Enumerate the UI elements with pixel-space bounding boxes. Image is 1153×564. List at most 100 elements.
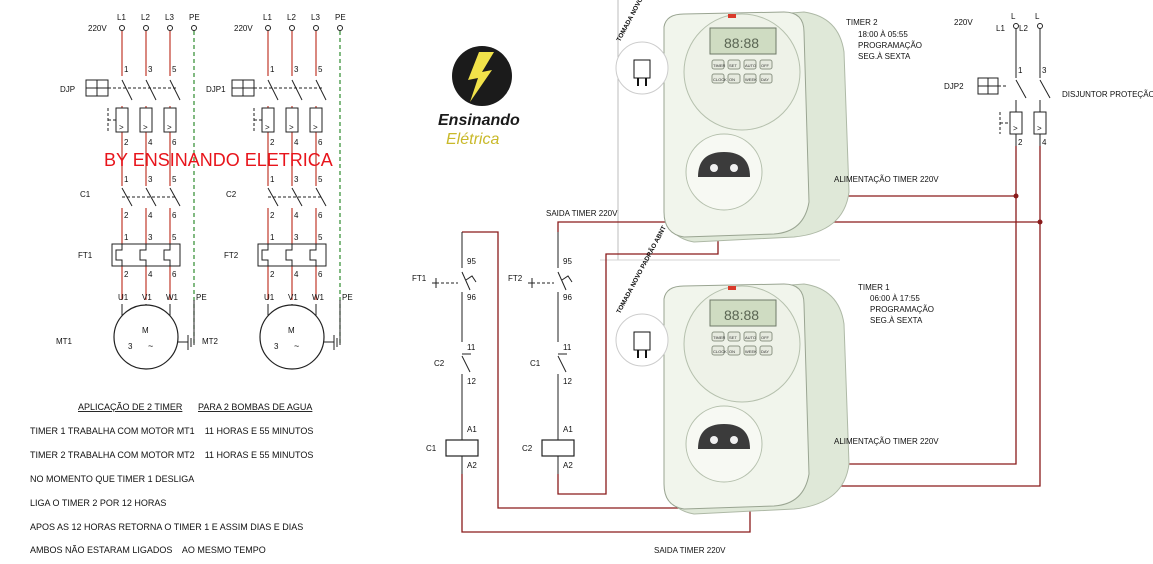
supply-voltage: 220V (88, 24, 107, 33)
timer-led (728, 286, 736, 290)
breaker-terminal-top: 5 (172, 65, 177, 74)
interlock-terminal-top: 11 (563, 343, 572, 352)
breaker-terminal-top: 1 (270, 65, 275, 74)
breaker-contact (315, 79, 327, 101)
contactor-terminal-top: 1 (270, 175, 275, 184)
motor-symbol (113, 304, 179, 370)
breaker-label: DJP (60, 85, 75, 94)
coil-label: C2 (522, 444, 533, 453)
timer-key-on (727, 345, 741, 356)
timer1-info: TIMER 1 06:00 À 17:55 PROGRAMAÇÃO SEG.À … (834, 283, 939, 446)
timer-key-day (759, 345, 773, 356)
socket-pin (710, 164, 718, 172)
timer-key-label: SET (729, 63, 737, 68)
control-wiring (461, 146, 1041, 533)
overload-terminal-top: 1 (270, 233, 275, 242)
timer-key-label: DAY (761, 77, 769, 82)
interlock-contact (461, 355, 471, 373)
notes-line-5: APOS AS 12 HORAS RETORNA O TIMER 1 E ASS… (30, 522, 303, 532)
timer1-time: 06:00 À 17:55 (870, 294, 920, 303)
supply-line-l2: L2 (1019, 24, 1028, 33)
timer-key-clock (711, 345, 725, 356)
timer2-title: TIMER 2 (846, 18, 878, 27)
nc-overload-label: FT2 (508, 274, 523, 283)
motor-terminal: U1 (264, 293, 275, 302)
trip-glyph: > (313, 123, 318, 132)
breaker-terminal-top: 3 (294, 65, 299, 74)
djp2-trip-box (1009, 111, 1023, 135)
saida-timer-top: SAIDA TIMER 220V (546, 209, 618, 218)
motor-wave: ~ (148, 341, 153, 351)
phase-label-l3: L3 (165, 13, 174, 22)
timer-device-2: 88:88TIMERSETAUTOOFFCLOCKONWEEKDAYTOMADA… (614, 0, 850, 243)
djp2-trip-glyph: > (1013, 124, 1018, 133)
terminal-circle (337, 25, 343, 31)
supply-wire (810, 222, 1041, 487)
pe-terminal: PE (342, 293, 353, 302)
overload-terminal-bottom: 2 (270, 270, 275, 279)
motor-phases: 3 (274, 342, 279, 351)
nc-contact (461, 271, 471, 291)
nc-terminal-top: 95 (467, 257, 476, 266)
notes-block: APLICAÇÃO DE 2 TIMER PARA 2 BOMBAS DE AG… (30, 402, 313, 555)
timer-key-off (759, 59, 773, 70)
interlock-contact (557, 355, 567, 373)
overload-element (309, 244, 317, 266)
motor-terminal: V1 (142, 293, 152, 302)
abnt-plug-icon (633, 331, 651, 351)
djp2-trip-box (1033, 111, 1047, 135)
breaker-contact (145, 79, 157, 101)
timer-key-week (743, 345, 757, 356)
djp2-description: DISJUNTOR PROTEÇÃO (1062, 90, 1153, 99)
terminal-circle (119, 25, 125, 31)
trip-glyph: > (289, 123, 294, 132)
timer-socket (698, 152, 750, 177)
contactor-terminal-top: 1 (124, 175, 129, 184)
contactor-label: C2 (226, 190, 237, 199)
overload-terminal-bottom: 2 (124, 270, 129, 279)
terminal-circle (1037, 23, 1043, 29)
timer1-program: PROGRAMAÇÃO (870, 305, 934, 314)
motor-label: MT2 (202, 337, 219, 346)
timer-key-on (727, 73, 741, 84)
breaker-terminal-bottom: 4 (294, 138, 299, 147)
breaker-terminal-top: 5 (318, 65, 323, 74)
phase-label-l2: L2 (141, 13, 150, 22)
overload-terminal-top: 3 (294, 233, 299, 242)
coil-terminal-bottom: A2 (467, 461, 477, 470)
breaker-label: DJP1 (206, 85, 226, 94)
timer-key-week (743, 73, 757, 84)
terminal-circle (289, 25, 295, 31)
contactor-terminal-top: 3 (148, 175, 153, 184)
abnt-plug-text: TOMADA NOVO PADRÃO ABNT (614, 0, 668, 43)
nc-contact (557, 271, 567, 291)
nc-overload-label: FT1 (412, 274, 427, 283)
timer-key-day (759, 73, 773, 84)
timer2-info: TIMER 2 18:00 À 05:55 PROGRAMAÇÃO SEG.À … (834, 18, 939, 184)
overload-label: FT2 (224, 251, 239, 260)
timer-key-label: OFF (761, 63, 770, 68)
timer-key-clock (711, 73, 725, 84)
djp2-term-bottom-1: 2 (1018, 138, 1023, 147)
coil-terminal-top: A1 (467, 425, 477, 434)
overload-terminal-top: 3 (148, 233, 153, 242)
timer-display-digits: 88:88 (724, 307, 759, 323)
supply-voltage-right: 220V (954, 18, 973, 27)
timer-key-label: ON (729, 349, 735, 354)
phase-label-l3: L3 (311, 13, 320, 22)
timer-key-label: TIMER (713, 63, 726, 68)
breaker-trip-box (285, 107, 299, 133)
breaker-terminal-bottom: 6 (318, 138, 323, 147)
notes-line-2: TIMER 2 TRABALHA COM MOTOR MT2 11 HORAS … (30, 450, 313, 460)
supply-top-label-1: L (1011, 12, 1016, 21)
overload-element (139, 244, 147, 266)
timer-display (709, 27, 777, 55)
junction-dot (1013, 193, 1019, 199)
breaker-contact (267, 79, 279, 101)
trip-glyph: > (265, 123, 270, 132)
nc-terminal-top: 95 (563, 257, 572, 266)
timer-key-timer (711, 331, 725, 342)
overload-terminal-bottom: 6 (172, 270, 177, 279)
